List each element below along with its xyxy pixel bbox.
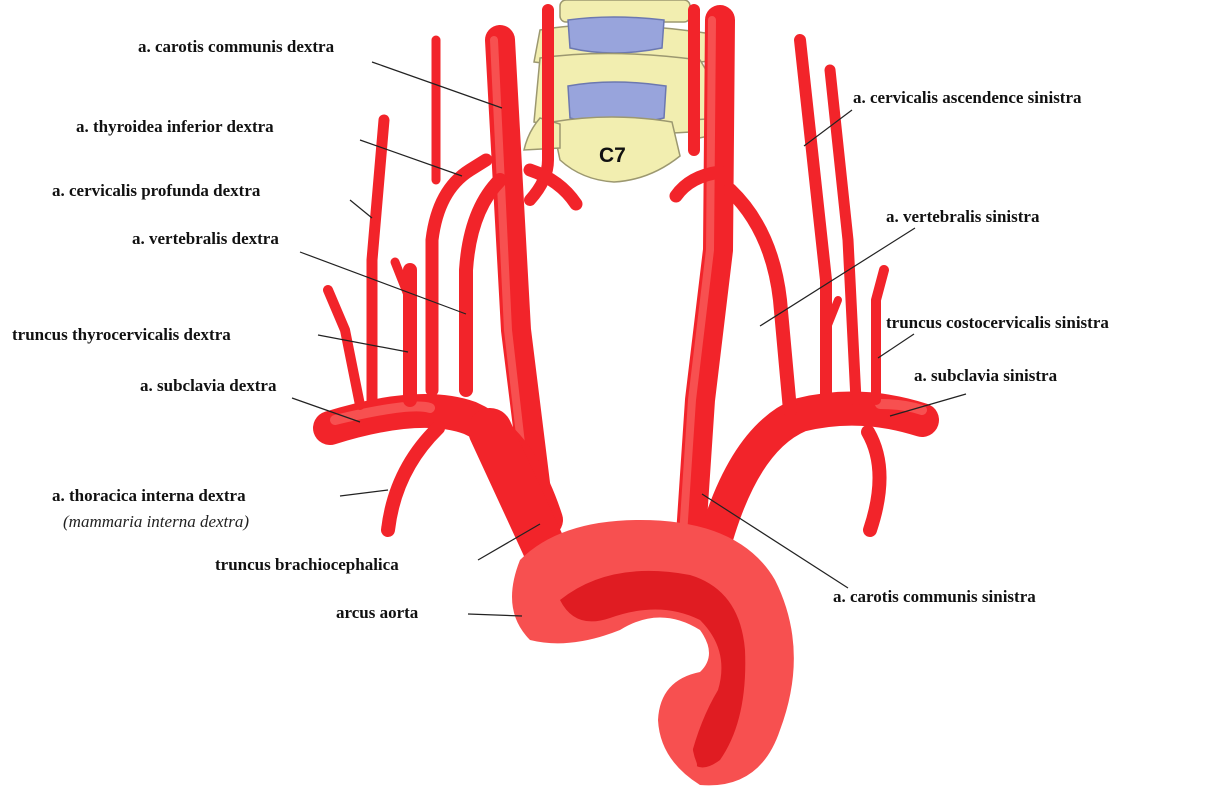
label-truncus-brachiocephalica: truncus brachiocephalica	[215, 555, 399, 575]
leader-vertebralis-dextra	[300, 252, 466, 314]
label-truncus-thyrocervicalis-dextra: truncus thyrocervicalis dextra	[12, 325, 231, 345]
leader-thoracica-interna-dextra	[340, 490, 388, 496]
artery-thyrocervical-sinistra	[800, 40, 826, 405]
intervertebral-disc-1	[568, 17, 664, 53]
label-thyroidea-inferior-dextra: a. thyroidea inferior dextra	[76, 117, 274, 137]
label-cervicalis-profunda-dextra: a. cervicalis profunda dextra	[52, 181, 260, 201]
label-vertebralis-sinistra: a. vertebralis sinistra	[886, 207, 1039, 227]
artery-costocervical-branch-dextra	[328, 290, 360, 405]
label-subclavia-dextra: a. subclavia dextra	[140, 376, 276, 396]
arcus-aorta-body	[512, 520, 794, 785]
label-mammaria-interna-dextra: (mammaria interna dextra)	[63, 512, 249, 532]
label-subclavia-sinistra: a. subclavia sinistra	[914, 366, 1057, 386]
artery-cervicalis-profunda-dextra	[372, 120, 384, 400]
artery-cervicalis-ascendence-sinistra	[830, 70, 856, 400]
label-cervicalis-ascendence-sinistra: a. cervicalis ascendence sinistra	[853, 88, 1082, 108]
label-truncus-costocervicalis-sinistra: truncus costocervicalis sinistra	[886, 313, 1109, 333]
label-thoracica-interna-dextra: a. thoracica interna dextra	[52, 486, 246, 506]
label-arcus-aorta: arcus aorta	[336, 603, 418, 623]
artery-truncus-costocervicalis-sinistra	[876, 270, 884, 400]
label-carotis-communis-dextra: a. carotis communis dextra	[138, 37, 334, 57]
leader-truncus-thyrocervicalis-dextra	[318, 335, 408, 352]
arcus-aorta-shape	[512, 520, 794, 785]
leader-cervicalis-profunda-dextra	[350, 200, 372, 218]
artery-thoracica-interna-sinistra	[868, 432, 880, 530]
label-carotis-communis-sinistra: a. carotis communis sinistra	[833, 587, 1036, 607]
arcus-aorta-inner-highlight	[685, 715, 690, 765]
label-vertebralis-dextra: a. vertebralis dextra	[132, 229, 279, 249]
vertebra-c7-label: C7	[599, 144, 626, 168]
artery-subclavia-sinistra	[710, 409, 922, 560]
leader-truncus-costocervicalis-sinistra	[878, 334, 914, 358]
artery-thoracica-interna-dextra	[388, 428, 438, 530]
leader-arcus-aorta	[468, 614, 522, 616]
artery-vertebralis-sinistra	[730, 190, 790, 410]
